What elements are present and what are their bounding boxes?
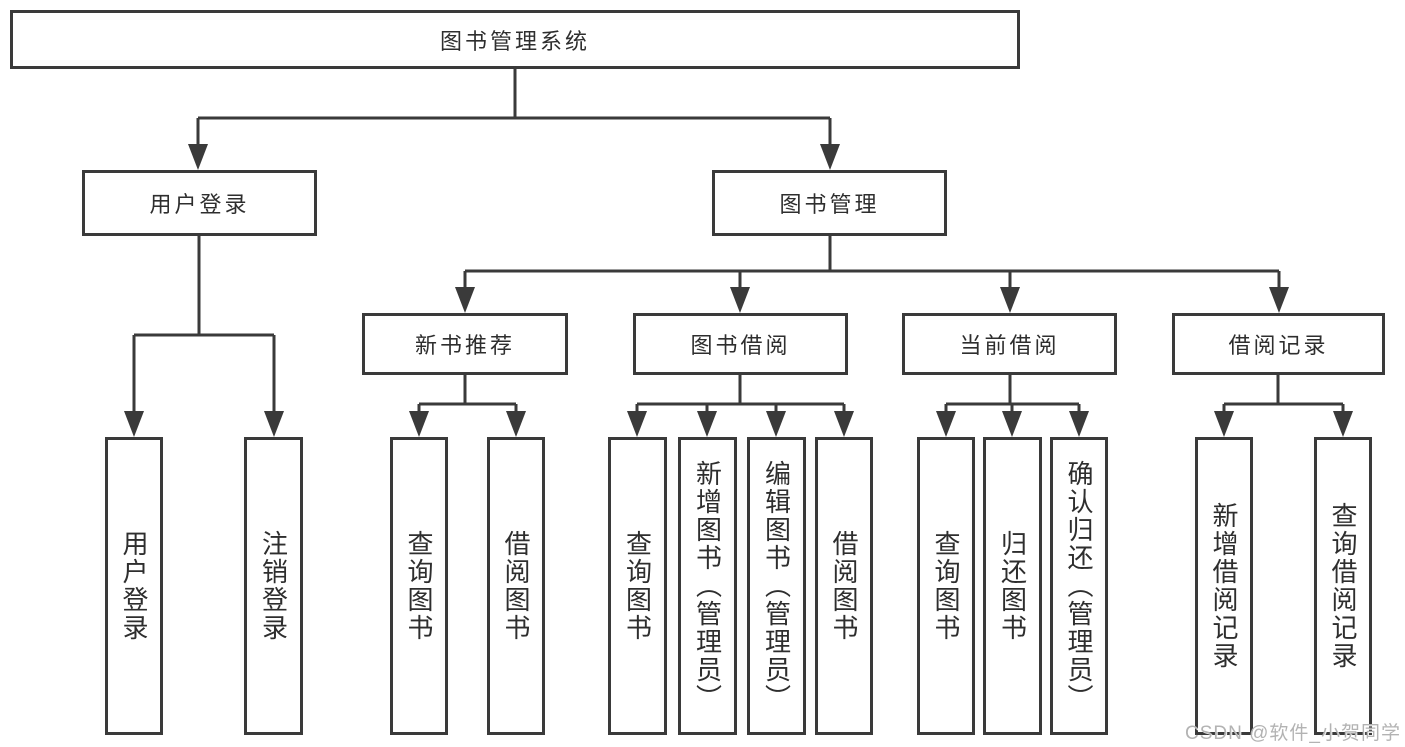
leaf-return-books: 归还图书 bbox=[983, 437, 1042, 735]
node-new-book-recommendation: 新书推荐 bbox=[362, 313, 568, 375]
arrowheads-borrow-records-group bbox=[1214, 411, 1353, 437]
connector-book-borrow-group bbox=[635, 375, 846, 411]
leaf-label: 新增图书（管理员） bbox=[692, 460, 723, 712]
leaf-query-books: 查询图书 bbox=[390, 437, 448, 735]
arrowheads-level3 bbox=[455, 287, 1289, 313]
leaf-add-book-admin: 新增图书（管理员） bbox=[678, 437, 737, 735]
arrowheads-level2 bbox=[188, 144, 840, 170]
arrowheads-new-books-group bbox=[409, 411, 526, 437]
leaf-label: 确认归还（管理员） bbox=[1064, 460, 1094, 712]
leaf-label: 查询图书 bbox=[622, 530, 653, 642]
leaf-borrow-books: 借阅图书 bbox=[487, 437, 545, 735]
arrowheads-current-borrow-group bbox=[936, 411, 1089, 437]
leaf-label: 注销登录 bbox=[258, 530, 289, 642]
leaf-label: 查询图书 bbox=[404, 530, 434, 642]
node-user-login: 用户登录 bbox=[82, 170, 317, 236]
connector-borrow-records-group bbox=[1222, 375, 1345, 411]
node-library-management-system: 图书管理系统 bbox=[10, 10, 1020, 69]
connector-current-borrow-group bbox=[944, 375, 1081, 411]
leaf-label: 用户登录 bbox=[119, 530, 149, 642]
leaf-query-books: 查询图书 bbox=[608, 437, 667, 735]
leaf-label: 查询图书 bbox=[931, 530, 961, 642]
connector-book-management-to-level3 bbox=[463, 236, 1281, 287]
leaf-label: 借阅图书 bbox=[829, 530, 859, 642]
leaf-query-books: 查询图书 bbox=[917, 437, 975, 735]
leaf-label: 编辑图书（管理员） bbox=[761, 460, 792, 712]
leaf-edit-book-admin: 编辑图书（管理员） bbox=[747, 437, 806, 735]
leaf-logout-login: 注销登录 bbox=[244, 437, 303, 735]
leaf-user-login: 用户登录 bbox=[105, 437, 163, 735]
leaf-label: 归还图书 bbox=[997, 530, 1028, 642]
leaf-label: 新增借阅记录 bbox=[1209, 502, 1239, 670]
arrowheads-book-borrow-group bbox=[627, 411, 854, 437]
arrowheads-user-login-group bbox=[124, 411, 284, 437]
node-book-management: 图书管理 bbox=[712, 170, 947, 236]
node-borrowing-records: 借阅记录 bbox=[1172, 313, 1385, 375]
csdn-watermark: CSDN @软件_小贺同学 bbox=[1185, 723, 1401, 744]
connector-new-books-group bbox=[417, 375, 518, 411]
node-book-borrowing: 图书借阅 bbox=[633, 313, 848, 375]
leaf-borrow-books: 借阅图书 bbox=[815, 437, 873, 735]
leaf-label: 借阅图书 bbox=[501, 530, 531, 642]
connector-root-to-level2 bbox=[196, 68, 832, 144]
leaf-query-borrow-record: 查询借阅记录 bbox=[1314, 437, 1372, 735]
leaf-add-borrow-record: 新增借阅记录 bbox=[1195, 437, 1253, 735]
leaf-label: 查询借阅记录 bbox=[1328, 502, 1358, 670]
connector-user-login-group bbox=[132, 236, 276, 411]
leaf-confirm-return-admin: 确认归还（管理员） bbox=[1050, 437, 1108, 735]
node-current-borrowing: 当前借阅 bbox=[902, 313, 1117, 375]
